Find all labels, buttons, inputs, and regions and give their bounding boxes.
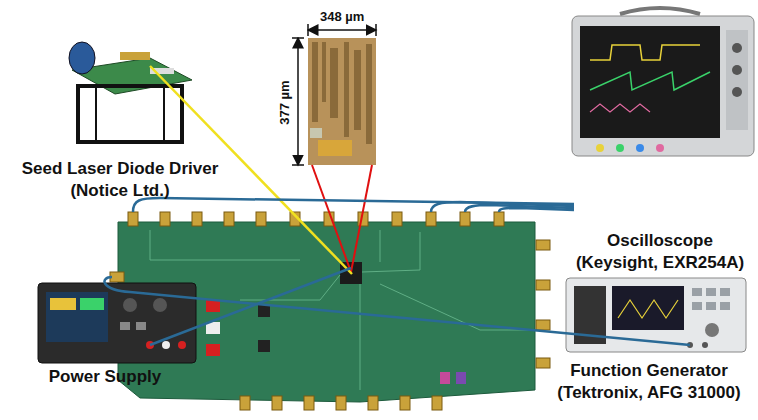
instrument-label: Power Supply	[10, 366, 200, 388]
instrument-label: Oscilloscope (Keysight, EXR254A)	[565, 230, 755, 274]
dimension-label: 377 µm	[277, 80, 292, 124]
dimension-label: 348 µm	[320, 9, 364, 24]
instrument-name: Oscilloscope (Keysight, EXR254A)	[565, 230, 755, 274]
instrument-name: Function Generator (Tektronix, AFG 31000…	[543, 360, 755, 404]
instrument-label: Seed Laser Diode Driver (Notice Ltd.)	[5, 158, 235, 202]
oscilloscope-illustration	[572, 8, 754, 156]
dimension-arrow	[292, 24, 376, 165]
instrument-label: Function Generator (Tektronix, AFG 31000…	[543, 360, 755, 404]
zoom-line	[312, 165, 372, 272]
chip-micrograph	[308, 38, 376, 165]
instrument-name: Seed Laser Diode Driver (Notice Ltd.)	[5, 158, 235, 202]
instrument-name: Power Supply	[10, 366, 200, 388]
